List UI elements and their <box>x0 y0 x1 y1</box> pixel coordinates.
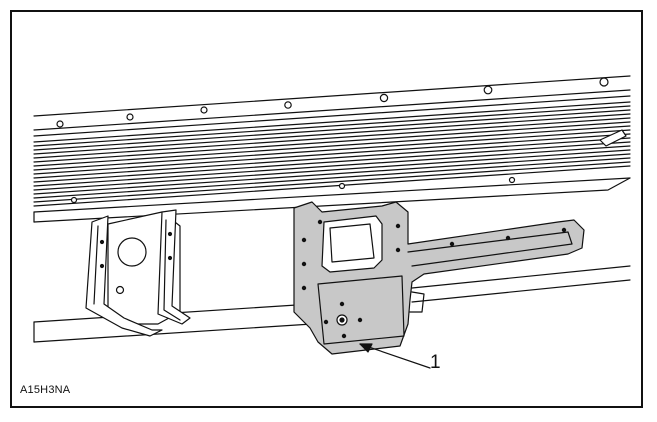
top-rail <box>33 75 631 137</box>
callout-leader-1 <box>359 343 431 369</box>
callout-label-1: 1 <box>430 352 441 373</box>
left-bracket <box>85 209 191 337</box>
figure-id-code: A15H3NA <box>20 384 71 396</box>
right-bracket <box>293 201 585 355</box>
technical-illustration <box>33 75 631 369</box>
rail-holes <box>56 77 609 128</box>
lower-sill <box>33 176 631 223</box>
sill-ribs <box>33 101 631 207</box>
figure-frame: A15H3NA <box>10 10 643 408</box>
